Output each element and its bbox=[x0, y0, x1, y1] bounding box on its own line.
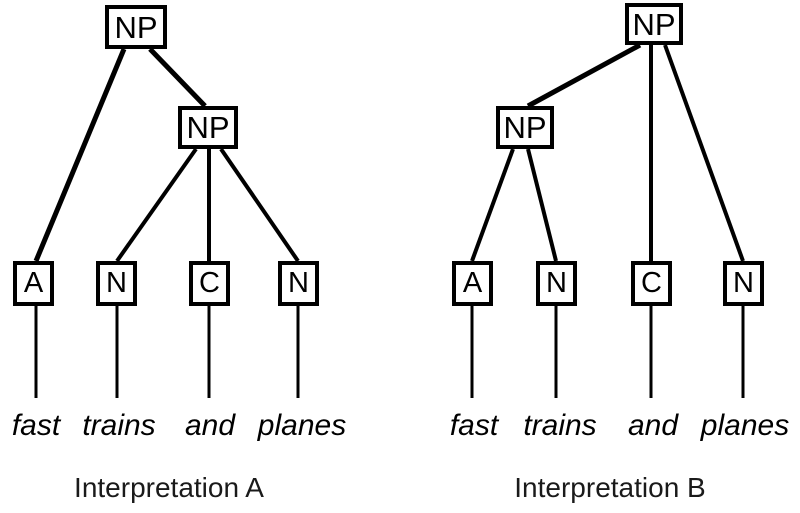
leaf-word-label: fast bbox=[449, 409, 499, 442]
tree-node-c[interactable]: C bbox=[189, 261, 230, 306]
leaf-word-label: trains bbox=[523, 409, 597, 442]
tree-node-np[interactable]: NP bbox=[496, 106, 554, 149]
tree-node-n[interactable]: N bbox=[536, 261, 577, 306]
tree-edge bbox=[526, 148, 558, 262]
tree-node-n[interactable]: N bbox=[723, 261, 764, 306]
tree-node-n[interactable]: N bbox=[96, 261, 137, 306]
leaf-word-label: and bbox=[627, 409, 679, 442]
tree-edge bbox=[148, 47, 207, 108]
tree-node-n[interactable]: N bbox=[278, 261, 319, 306]
tree-edge bbox=[470, 148, 515, 262]
tree-node-c[interactable]: C bbox=[631, 261, 672, 306]
tree-node-np[interactable]: NP bbox=[625, 3, 683, 45]
tree-node-np[interactable]: NP bbox=[178, 106, 238, 149]
tree-node-a[interactable]: A bbox=[452, 261, 493, 306]
leaf-word-label: planes bbox=[700, 409, 790, 442]
tree-node-a[interactable]: A bbox=[13, 261, 54, 306]
tree-edge bbox=[115, 147, 198, 263]
tree-edge bbox=[33, 48, 127, 262]
tree-edge bbox=[526, 42, 642, 109]
leaf-word-label: trains bbox=[82, 409, 156, 442]
leaf-word-label: planes bbox=[257, 409, 347, 442]
tree-caption: Interpretation A bbox=[74, 472, 264, 503]
tree-edge bbox=[663, 44, 745, 262]
leaf-word-label: fast bbox=[11, 409, 61, 442]
tree-caption: Interpretation B bbox=[514, 472, 706, 503]
tree-node-np[interactable]: NP bbox=[105, 5, 167, 49]
leaf-word-label: and bbox=[184, 409, 236, 442]
tree-edge bbox=[219, 147, 300, 263]
